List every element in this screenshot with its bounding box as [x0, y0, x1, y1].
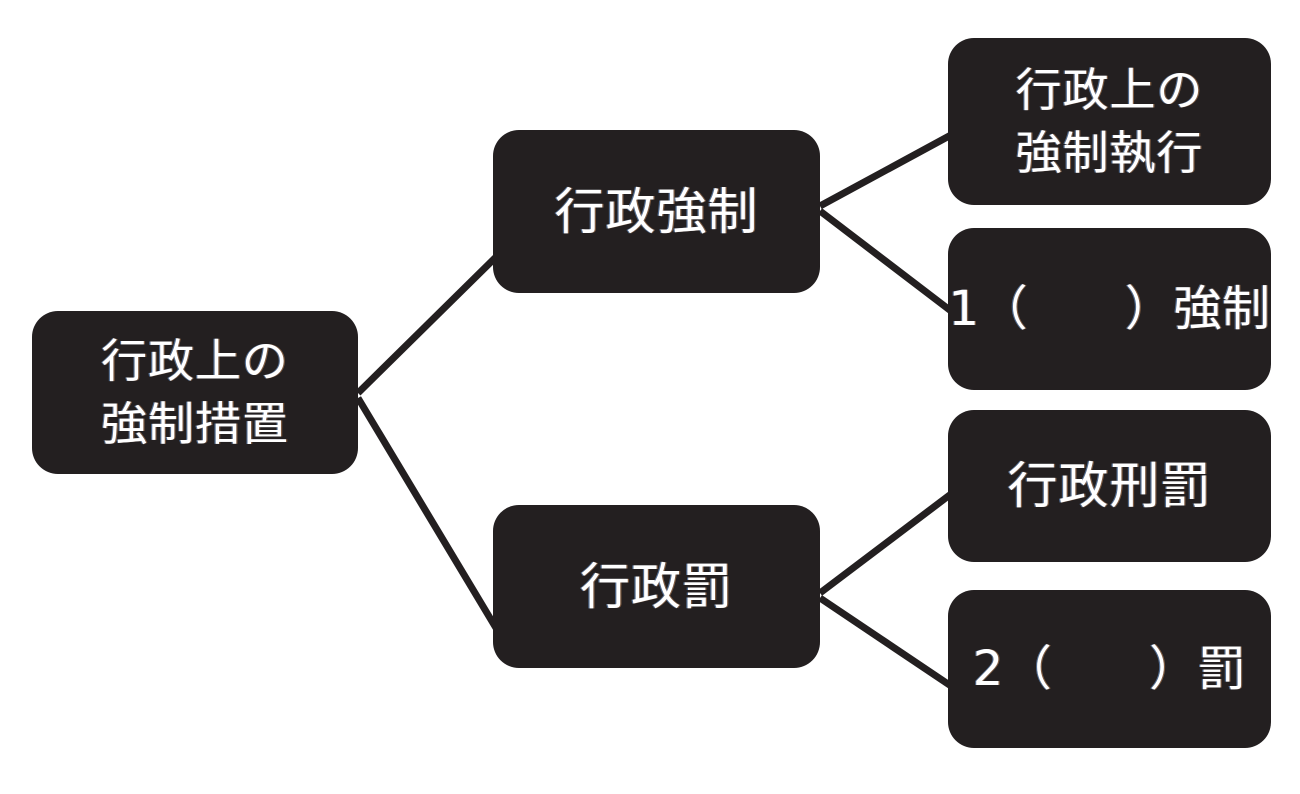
- node-gyoseijo-no-kyosei-shikko[interactable]: 行政上の 強制執行: [948, 38, 1271, 205]
- edge-gyosei-kyosei-to-kyosei-shikko: [818, 131, 953, 210]
- node-label: 1（ ）強制: [948, 280, 1271, 337]
- node-gyosei-kyosei[interactable]: 行政強制: [493, 130, 820, 293]
- edge-gyosei-batsu-to-gyosei-keibatsu: [817, 491, 954, 596]
- node-gyosei-keibatsu[interactable]: 行政刑罰: [948, 410, 1271, 562]
- node-label: 行政強制: [554, 182, 759, 241]
- node-label: 2（ ）罰: [972, 640, 1247, 697]
- node-root-gyoseijo-no-kyosei-sochi[interactable]: 行政上の 強制措置: [32, 311, 358, 474]
- node-blank-2-batsu[interactable]: 2（ ）罰: [948, 590, 1271, 748]
- node-gyosei-batsu[interactable]: 行政罰: [493, 505, 820, 668]
- edge-root-to-gyosei-batsu: [354, 396, 503, 635]
- edge-gyosei-batsu-to-blank-2: [818, 595, 953, 689]
- node-label: 行政上の 強制執行: [1015, 62, 1204, 180]
- node-blank-1-kyosei[interactable]: 1（ ）強制: [948, 228, 1271, 390]
- node-label: 行政刑罰: [1007, 457, 1212, 515]
- edge-gyosei-kyosei-to-blank-1: [817, 208, 954, 314]
- edge-root-to-gyosei-kyosei: [355, 253, 500, 396]
- node-label: 行政罰: [580, 557, 733, 616]
- node-label: 行政上の 強制措置: [101, 333, 289, 451]
